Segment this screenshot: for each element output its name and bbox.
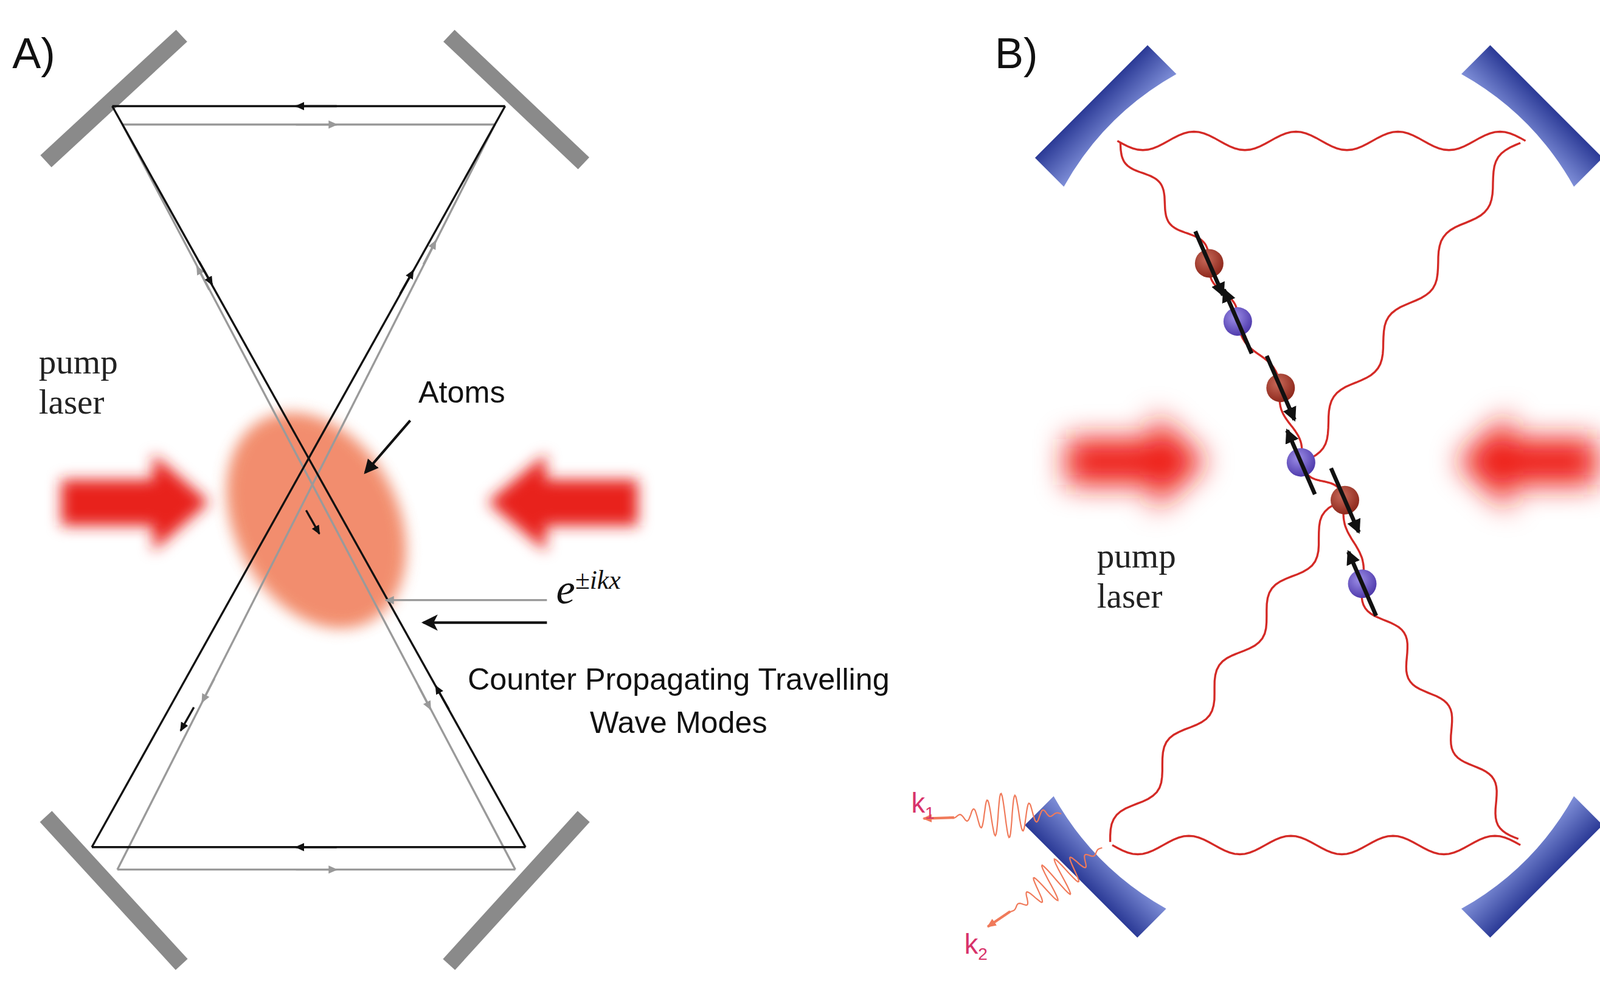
- atom-chain: [1194, 231, 1377, 616]
- pump-label: pump laser: [1097, 535, 1220, 616]
- cavity-wave: [1112, 835, 1521, 854]
- mode-caption: Counter Propagating Travelling Wave Mode…: [464, 658, 893, 744]
- atom-cloud: [190, 381, 442, 660]
- mirror: [46, 35, 584, 965]
- spin-arrow: [1266, 355, 1295, 420]
- spin-arrow: [1287, 430, 1316, 495]
- spin-arrow: [1224, 289, 1253, 354]
- wavevector-label: k2: [964, 928, 988, 964]
- spin-arrow: [1195, 231, 1224, 295]
- panel-letter: A): [12, 28, 55, 78]
- atoms-label: Atoms: [418, 374, 506, 410]
- wave-packet: [1010, 847, 1102, 912]
- cavity-wave: [1300, 142, 1521, 463]
- cavity-field: [1110, 131, 1526, 854]
- pump-label: pump laser: [38, 341, 162, 422]
- packet-arrow: [987, 910, 1011, 927]
- wave-packet: [948, 793, 1062, 838]
- panel-letter: B): [994, 28, 1038, 78]
- cavity-wave: [1361, 583, 1519, 839]
- wavevector-label: k1: [910, 787, 935, 823]
- photon-packet: [923, 793, 1103, 927]
- beam-gray: [117, 124, 516, 870]
- leader-line: [423, 620, 547, 624]
- beam-black: [91, 106, 526, 848]
- cavity-wave: [1117, 131, 1526, 150]
- mode-formula: e±ikx: [555, 564, 621, 615]
- leader-line: [365, 420, 411, 473]
- cavity-wave: [1120, 142, 1209, 264]
- leader-line: [385, 599, 547, 601]
- spin-arrow: [1348, 551, 1377, 616]
- pump-arrow: [61, 454, 638, 551]
- curved-mirror: [1024, 45, 1600, 938]
- spin-arrow: [1331, 468, 1360, 533]
